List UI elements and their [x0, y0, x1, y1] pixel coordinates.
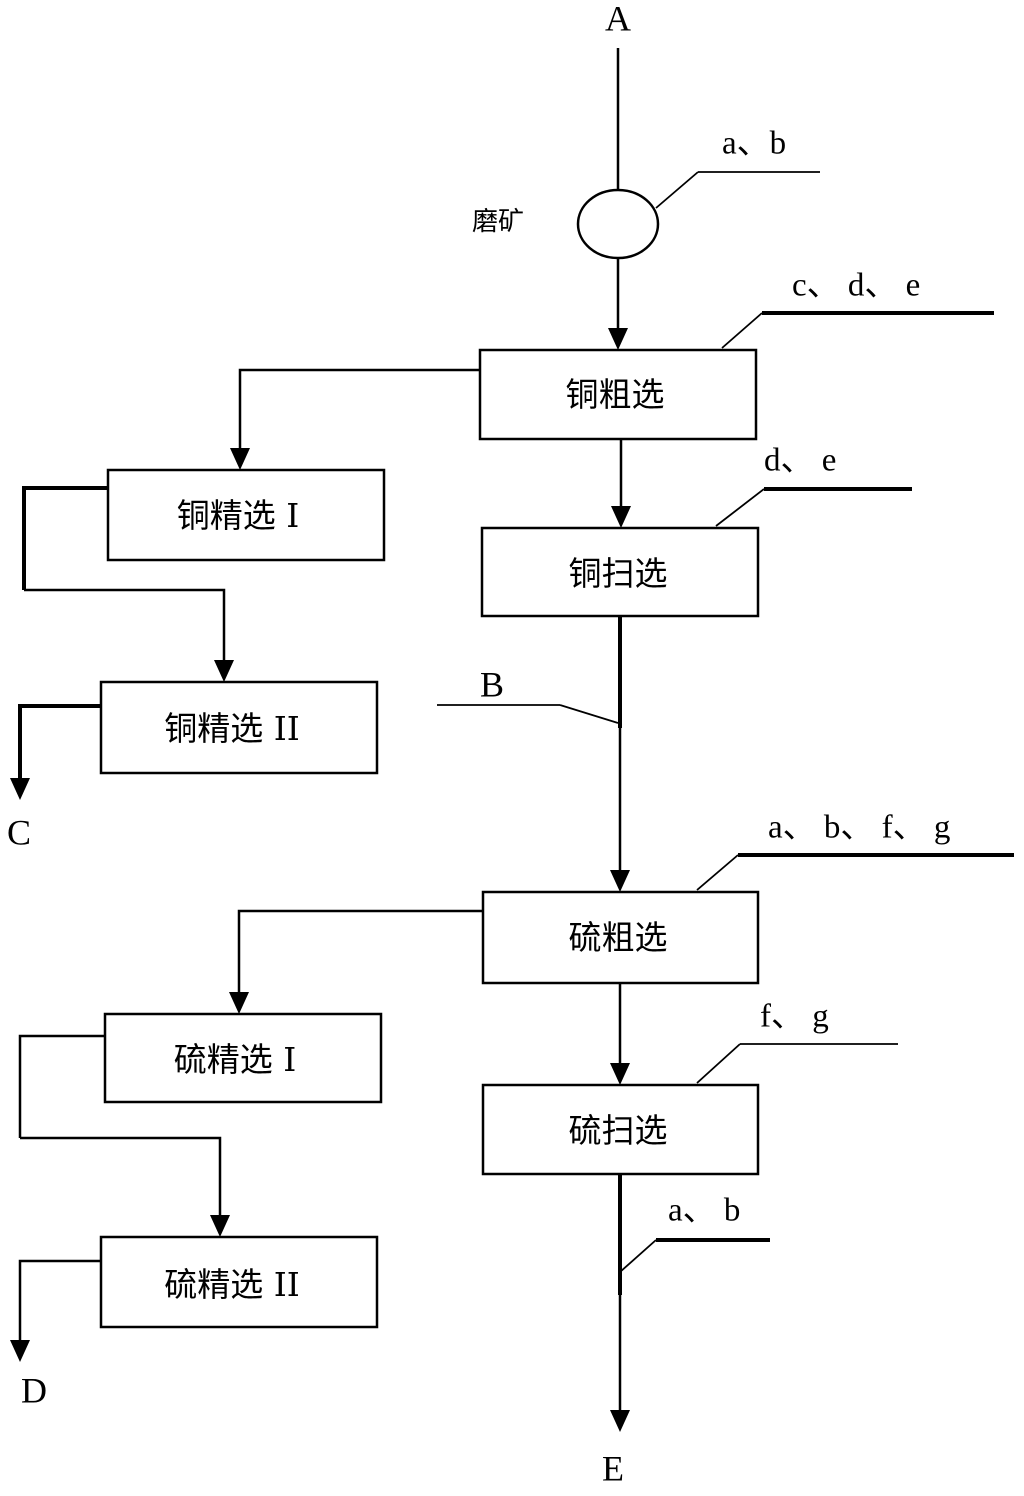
cu-scavenger-label: 铜扫选: [569, 554, 668, 593]
tailings-label-E: E: [602, 1448, 624, 1488]
cu-cleaner-1-label: 铜精选 I: [177, 496, 300, 535]
arrow-into-cu-cleaner-2: [214, 660, 234, 682]
cu-rougher-label: 铜粗选: [566, 375, 665, 414]
arrow-into-cu-cleaner-1: [230, 448, 250, 470]
stream-label-B: B: [480, 664, 504, 704]
arrow-into-s-cleaner-1: [229, 992, 249, 1014]
grinding-label: 磨矿: [472, 207, 524, 237]
cu-cleaner-1-conc-line: [22, 486, 108, 590]
s-cleaner-1-to-2-line: [20, 1136, 222, 1217]
cu-cleaner-1-to-2-line: [24, 588, 226, 662]
s-rougher-reagent-leader: [696, 854, 739, 891]
s-cleaner-2-box: [99, 1235, 379, 1329]
feed-label-A: A: [605, 0, 631, 38]
arrow-into-s-rougher: [610, 870, 630, 892]
cu-rougher-reagent-label: c、 d、 e: [792, 268, 920, 304]
arrow-into-s-scavenger: [610, 1063, 630, 1085]
arrow-into-cu-scavenger: [611, 506, 631, 528]
s-cleaner-1-box: [103, 1012, 383, 1104]
cu-cleaner-2-box: [99, 680, 379, 775]
cu-rougher-reagent-leader: [721, 312, 763, 349]
cu-rougher-box: [478, 348, 758, 441]
cu-cleaner-2-label: 铜精选 II: [164, 709, 300, 748]
product-label-C: C: [7, 812, 31, 852]
s-scavenger-box: [481, 1083, 760, 1176]
s-cleaner-1-label: 硫精选 I: [174, 1040, 297, 1079]
arrow-into-s-cleaner-2: [210, 1215, 230, 1237]
s-scavenger-reagent-leader: [696, 1043, 741, 1084]
tailings-reagent-leader: [619, 1239, 657, 1273]
tailings-reagent-label: a、 b: [668, 1193, 740, 1229]
s-scavenger-reagent-label: f、 g: [760, 999, 829, 1035]
cu-scavenger-reagent-label: d、 e: [764, 443, 836, 479]
cu-cleaner-2-conc-line: [18, 704, 101, 780]
arrow-to-tailings-E: [610, 1410, 630, 1432]
s-rougher-label: 硫粗选: [569, 918, 668, 957]
s-scavenger-label: 硫扫选: [569, 1111, 668, 1150]
cu-cleaner-1-box: [106, 468, 386, 562]
arrow-to-product-C: [10, 778, 30, 800]
product-label-D: D: [21, 1370, 47, 1410]
cu-scavenger-reagent-leader: [715, 488, 765, 527]
arrow-into-cu-rougher: [608, 328, 628, 350]
s-rougher-reagent-label: a、 b、 f、 g: [768, 810, 950, 846]
cu-rougher-conc-line: [238, 368, 480, 450]
s-rougher-conc-line: [237, 909, 483, 994]
grinding-reagent-leader: [655, 171, 699, 209]
arrow-to-product-D: [10, 1340, 30, 1362]
s-cleaner-1-conc-line: [18, 1034, 105, 1138]
s-cleaner-2-label: 硫精选 II: [164, 1265, 300, 1304]
s-cleaner-2-conc-line: [18, 1259, 101, 1342]
grinding-mill-circle: [576, 188, 660, 260]
grinding-reagent-label: a、b: [722, 126, 786, 162]
stream-B-leader: [559, 704, 619, 724]
